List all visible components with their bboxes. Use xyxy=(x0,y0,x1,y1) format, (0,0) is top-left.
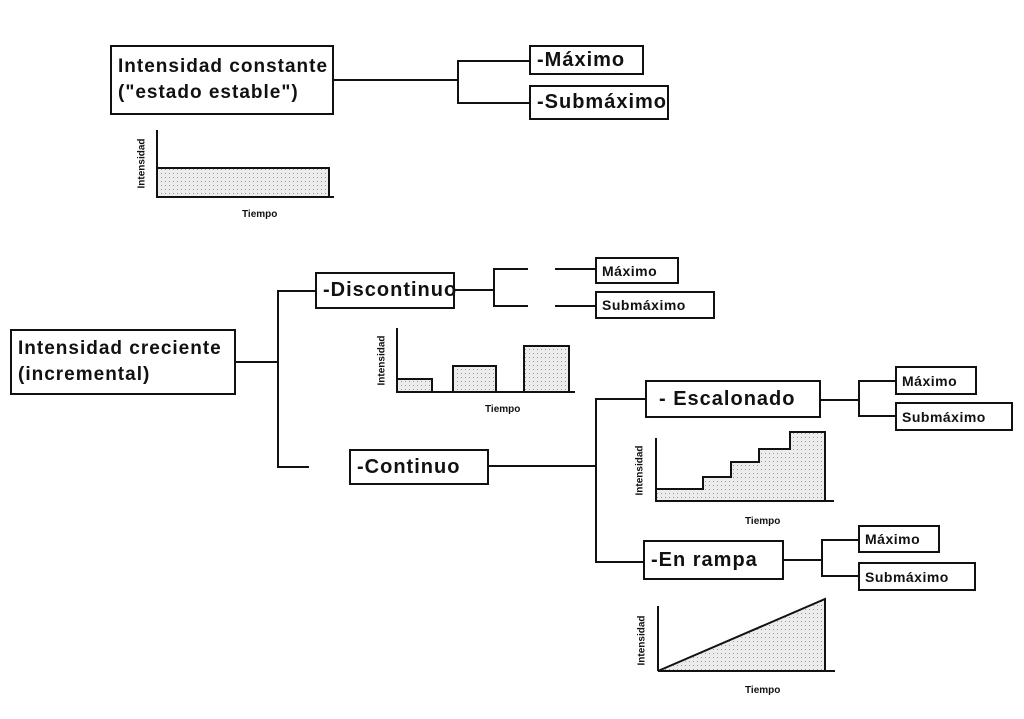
stepped-chart xyxy=(655,431,834,502)
connector xyxy=(334,79,458,81)
constant-fill xyxy=(156,167,330,198)
discontinuous-max-box: Máximo xyxy=(595,257,679,284)
ramp-fill xyxy=(657,597,826,672)
constant-submax-box: -Submáximo xyxy=(529,85,669,120)
connector xyxy=(821,539,859,541)
incremental-intensity-box: Intensidad creciente (incremental) xyxy=(10,329,236,395)
connector xyxy=(595,398,645,400)
discontinuous-chart xyxy=(396,328,575,393)
constant-title-line2: ("estado estable") xyxy=(118,82,299,103)
option-label: Máximo xyxy=(602,262,658,279)
constant-chart xyxy=(156,130,334,198)
y-axis-label: Intensidad xyxy=(636,615,648,666)
discontinuous-label: -Discontinuo xyxy=(323,279,458,301)
y-axis-label: Intensidad xyxy=(634,445,646,496)
connector xyxy=(457,60,529,62)
option-label: Submáximo xyxy=(865,568,949,585)
connector xyxy=(784,559,822,561)
x-axis-label: Tiempo xyxy=(745,685,781,696)
stepped-box: - Escalonado xyxy=(645,380,821,418)
connector xyxy=(555,305,595,307)
connector xyxy=(457,102,529,104)
connector xyxy=(455,289,494,291)
staircase-fill xyxy=(655,431,826,502)
ramp-max-box: Máximo xyxy=(858,525,940,553)
connector xyxy=(858,380,896,382)
stepped-submax-box: Submáximo xyxy=(895,402,1013,431)
option-label: Máximo xyxy=(865,531,921,547)
bar-2 xyxy=(452,365,497,393)
ramp-chart xyxy=(657,597,835,672)
bar-1 xyxy=(396,378,433,393)
option-label: -Máximo xyxy=(537,48,626,71)
stepped-max-box: Máximo xyxy=(895,366,977,395)
bar-3 xyxy=(523,345,570,393)
stepped-label: - Escalonado xyxy=(659,387,796,410)
y-axis-label: Intensidad xyxy=(376,335,388,386)
connector xyxy=(595,561,645,563)
connector xyxy=(595,398,597,562)
continuous-label: -Continuo xyxy=(357,455,461,478)
incremental-title-line1: Intensidad creciente xyxy=(18,338,222,359)
connector xyxy=(489,465,596,467)
x-axis-label: Tiempo xyxy=(485,404,521,415)
connector xyxy=(858,380,860,416)
option-label: Submáximo xyxy=(902,408,986,425)
x-axis-label: Tiempo xyxy=(745,516,781,527)
x-axis-label: Tiempo xyxy=(242,209,278,220)
connector xyxy=(555,268,595,270)
option-label: Submáximo xyxy=(602,297,686,313)
discontinuous-box: -Discontinuo xyxy=(315,272,458,309)
connector xyxy=(493,268,528,270)
connector xyxy=(821,399,859,401)
option-label: Máximo xyxy=(902,372,958,389)
connector xyxy=(277,290,279,467)
y-axis-label: Intensidad xyxy=(136,138,148,189)
ramp-label: -En rampa xyxy=(651,548,758,571)
connector xyxy=(493,268,495,306)
incremental-title-line2: (incremental) xyxy=(18,364,151,385)
connector xyxy=(457,60,459,103)
connector xyxy=(277,290,317,292)
connector xyxy=(858,415,896,417)
connector xyxy=(821,575,859,577)
constant-max-box: -Máximo xyxy=(529,45,644,75)
connector xyxy=(493,305,528,307)
connector xyxy=(277,466,309,468)
discontinuous-submax-box: Submáximo xyxy=(595,291,715,319)
connector xyxy=(821,539,823,576)
constant-intensity-box: Intensidad constante ("estado estable") xyxy=(110,45,334,115)
continuous-box: -Continuo xyxy=(349,449,489,485)
option-label: -Submáximo xyxy=(537,91,668,113)
connector xyxy=(236,361,278,363)
ramp-box: -En rampa xyxy=(643,540,784,580)
constant-title-line1: Intensidad constante xyxy=(118,56,329,77)
ramp-submax-box: Submáximo xyxy=(858,562,976,591)
